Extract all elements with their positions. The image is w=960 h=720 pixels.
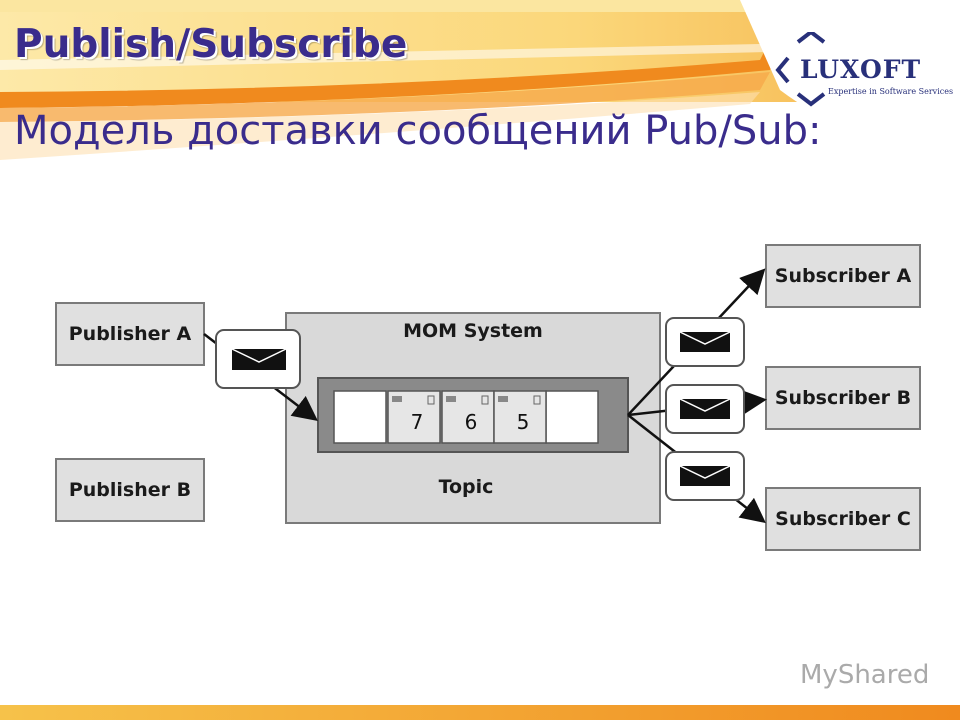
- subscriber-b-label: Subscriber B: [774, 387, 912, 409]
- publisher-b-label: Publisher B: [68, 479, 192, 501]
- envelope-icon: [665, 384, 745, 434]
- subscriber-c-box: [765, 487, 921, 551]
- queue-message-5: [493, 390, 547, 444]
- watermark: MyShared: [800, 660, 930, 690]
- envelope-icon: [665, 451, 745, 501]
- slide-title: Publish/Subscribe: [14, 22, 408, 67]
- mom-system-label: MOM System: [403, 320, 543, 342]
- subscriber-b-box: [765, 366, 921, 430]
- queue-number: 7: [410, 410, 424, 434]
- slide-subtitle: Модель доставки сообщений Pub/Sub:: [14, 108, 822, 154]
- queue-message-7: [387, 390, 441, 444]
- queue-slot-empty: [545, 390, 599, 444]
- header-banner: [0, 0, 960, 160]
- envelope-icon: [215, 329, 301, 389]
- logo-tagline: Expertise in Software Services: [828, 87, 954, 96]
- queue-slot-empty: [333, 390, 387, 444]
- publisher-a-label: Publisher A: [68, 323, 192, 345]
- subscriber-a-box: [765, 244, 921, 308]
- publisher-a-box: [55, 302, 205, 366]
- subscriber-c-label: Subscriber C: [775, 508, 911, 530]
- envelope-icon: [665, 317, 745, 367]
- publisher-b-box: [55, 458, 205, 522]
- footer-bar: [0, 705, 960, 720]
- logo-brand: LUXOFT: [800, 55, 922, 84]
- subscriber-a-label: Subscriber A: [774, 265, 912, 287]
- topic-label: Topic: [438, 476, 494, 498]
- slide-number: 1-20: [912, 690, 949, 709]
- luxoft-logo: [775, 32, 826, 107]
- queue-number: 5: [516, 410, 530, 434]
- queue-number: 6: [464, 410, 478, 434]
